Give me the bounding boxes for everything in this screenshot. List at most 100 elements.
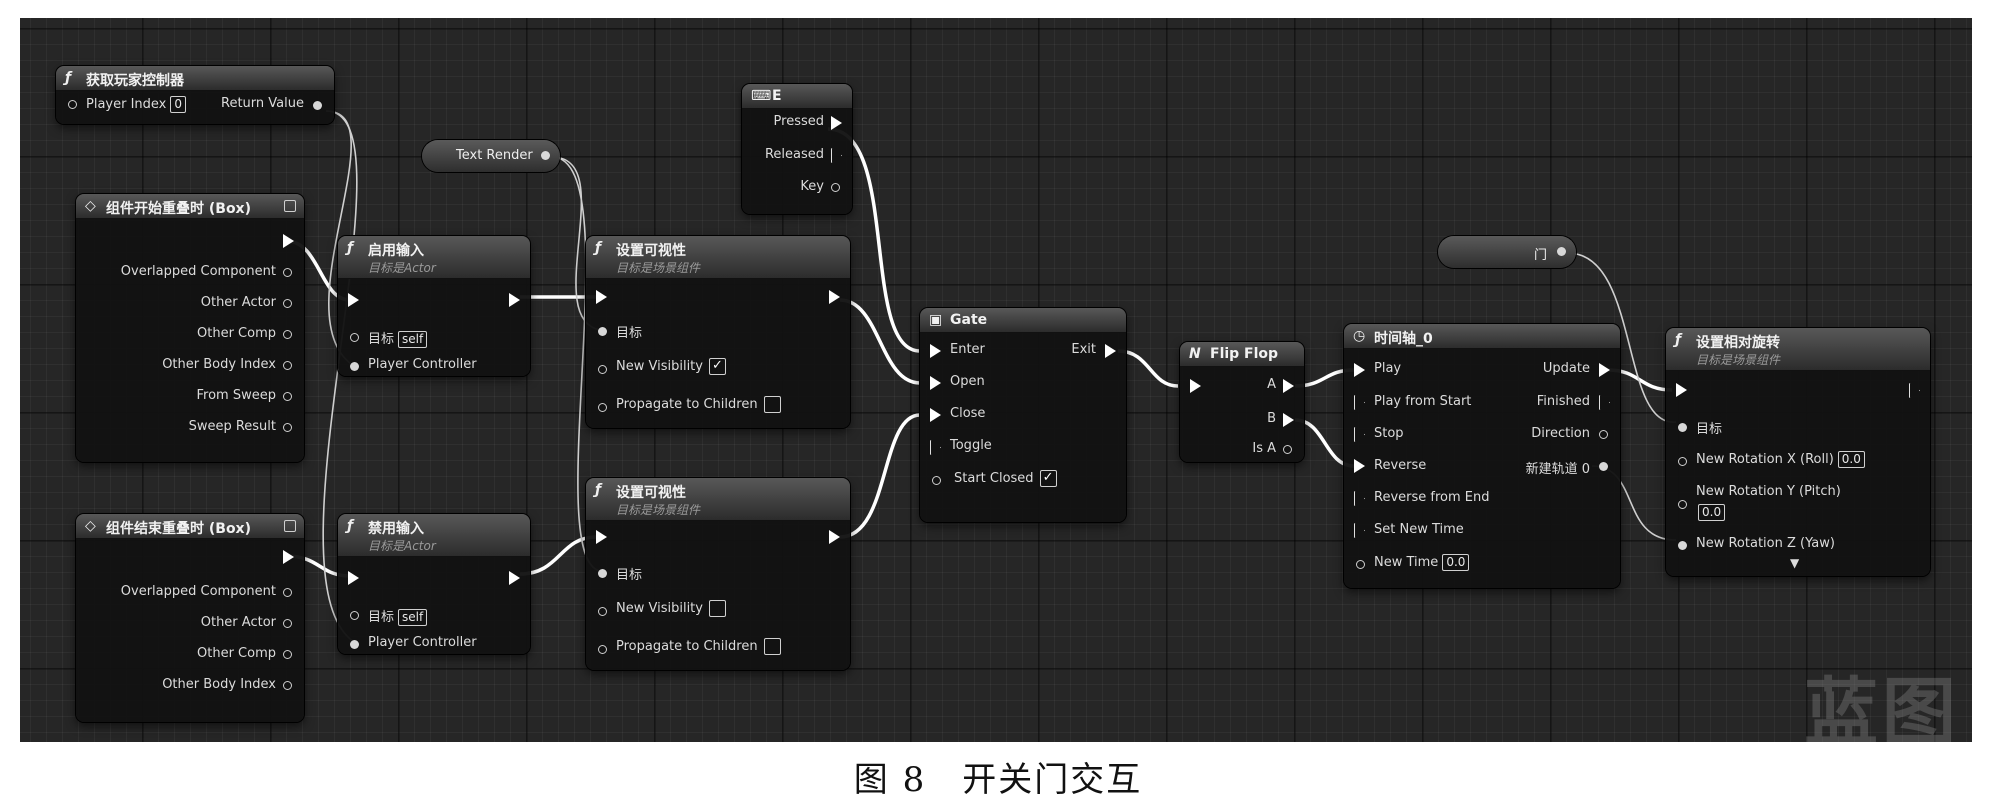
play-pin[interactable] [1354,363,1365,377]
stop-pin[interactable] [1354,427,1365,442]
new-visibility-checkbox[interactable] [708,600,726,617]
text-render-variable[interactable]: Text Render [422,140,560,172]
text-render-pin[interactable] [541,151,550,160]
new-time-value[interactable]: 0.0 [1442,554,1470,571]
node-title: 时间轴_0 [1374,331,1433,347]
enable-controller-pin[interactable] [350,362,359,371]
disable-target-pin[interactable] [350,611,359,620]
key-e-event-node[interactable]: ⌨ E Pressed Released Key [742,84,852,214]
target-label: 目标 [616,326,643,341]
set-visibility-node-1[interactable]: ƒ 设置可视性 目标是场景组件 目标 New Visibility✓ Propa… [586,236,850,428]
expand-arrow[interactable]: ▼ [1790,556,1800,570]
overlapped-component-pin[interactable] [283,268,292,277]
gate-exit-pin[interactable] [1105,344,1116,358]
begin-overlap-event-node[interactable]: ◇ 组件开始重叠时 (Box) Overlapped Component Oth… [76,194,304,462]
visibility2-exec-out[interactable] [829,530,840,544]
rotation-target-pin[interactable] [1678,423,1687,432]
propagate-label: Propagate to Children [616,397,758,412]
door-variable[interactable]: 门 [1438,236,1576,268]
is-a-pin[interactable] [1283,445,1292,454]
disable-input-exec-in[interactable] [348,571,359,585]
play-from-start-pin[interactable] [1354,395,1365,410]
end-overlap-event-node[interactable]: ◇ 组件结束重叠时 (Box) Overlapped Component Oth… [76,514,304,722]
released-exec-pin[interactable] [831,148,842,163]
player-index-value[interactable]: 0 [170,96,187,113]
direction-pin[interactable] [1599,430,1608,439]
set-new-time-pin[interactable] [1354,523,1365,538]
delegate-box-icon [284,520,296,532]
flip-flop-node[interactable]: N Flip Flop A B Is A [1180,342,1304,462]
set-relative-rotation-node[interactable]: ƒ 设置相对旋转 目标是场景组件 目标 New Rotation X (Roll… [1666,328,1930,576]
finished-pin[interactable] [1599,395,1610,410]
gate-open-pin[interactable] [930,376,941,390]
overlapped-component-pin[interactable] [283,588,292,597]
disable-input-exec-out[interactable] [509,571,520,585]
disable-controller-pin[interactable] [350,640,359,649]
visibility1-exec-in[interactable] [596,290,607,304]
sweep-result-pin[interactable] [283,423,292,432]
enable-input-exec-out[interactable] [509,293,520,307]
other-body-index-pin[interactable] [283,361,292,370]
rotation-x-value[interactable]: 0.0 [1837,451,1865,468]
other-comp-label: Other Comp [197,326,276,341]
start-closed-checkbox[interactable]: ✓ [1039,470,1057,487]
rotation-x-pin[interactable] [1678,457,1687,466]
gate-close-pin[interactable] [930,408,941,422]
new-visibility-checkbox[interactable]: ✓ [708,358,726,375]
node-header: ƒ 设置可视性 目标是场景组件 [586,236,850,279]
other-actor-pin[interactable] [283,299,292,308]
flip-flop-a-pin[interactable] [1283,379,1294,393]
rotation-y-pin[interactable] [1678,500,1687,509]
flip-flop-b-pin[interactable] [1283,413,1294,427]
return-value-pin[interactable] [313,101,322,110]
from-sweep-pin[interactable] [283,392,292,401]
gate-node[interactable]: ▣ Gate Enter Exit Open Close Toggle Star… [920,308,1126,522]
update-pin[interactable] [1599,363,1610,377]
visibility2-exec-in[interactable] [596,530,607,544]
visibility1-new-visibility-pin[interactable] [598,365,607,374]
visibility1-propagate-pin[interactable] [598,403,607,412]
rotation-exec-in[interactable] [1676,383,1687,397]
propagate-checkbox[interactable] [763,396,781,413]
visibility2-target-pin[interactable] [598,569,607,578]
target-self-value[interactable]: self [398,331,428,348]
gate-toggle-pin[interactable] [930,440,941,455]
other-actor-pin[interactable] [283,619,292,628]
visibility1-exec-out[interactable] [829,290,840,304]
end-overlap-exec-out[interactable] [283,550,294,564]
visibility2-new-visibility-pin[interactable] [598,607,607,616]
pressed-exec-pin[interactable] [831,116,842,130]
begin-overlap-exec-out[interactable] [283,234,294,248]
node-header: ◇ 组件结束重叠时 (Box) [76,514,304,539]
visibility1-target-pin[interactable] [598,327,607,336]
target-self-value[interactable]: self [398,609,428,626]
new-time-pin[interactable] [1356,560,1365,569]
gate-enter-pin[interactable] [930,344,941,358]
reverse-from-end-label: Reverse from End [1374,490,1490,505]
flip-flop-exec-in[interactable] [1190,379,1201,393]
other-comp-pin[interactable] [283,330,292,339]
timeline-node[interactable]: ◷ 时间轴_0 Play Update Play from Start Fini… [1344,324,1620,588]
start-closed-pin[interactable] [932,476,941,485]
door-pin[interactable] [1557,247,1566,256]
rotation-z-pin[interactable] [1678,541,1687,550]
rotation-y-value[interactable]: 0.0 [1698,504,1726,521]
reverse-pin[interactable] [1354,459,1365,473]
enable-target-pin[interactable] [350,333,359,342]
set-visibility-node-2[interactable]: ƒ 设置可视性 目标是场景组件 目标 New Visibility Propag… [586,478,850,670]
reverse-from-end-pin[interactable] [1354,491,1365,506]
enable-input-exec-in[interactable] [348,293,359,307]
player-index-pin[interactable] [68,100,77,109]
visibility2-propagate-pin[interactable] [598,645,607,654]
other-comp-pin[interactable] [283,650,292,659]
rotation-exec-out[interactable] [1909,383,1920,398]
propagate-checkbox[interactable] [763,638,781,655]
update-label: Update [1542,361,1590,376]
new-track-pin[interactable] [1599,462,1608,471]
key-pin[interactable] [831,183,840,192]
other-body-index-pin[interactable] [283,681,292,690]
